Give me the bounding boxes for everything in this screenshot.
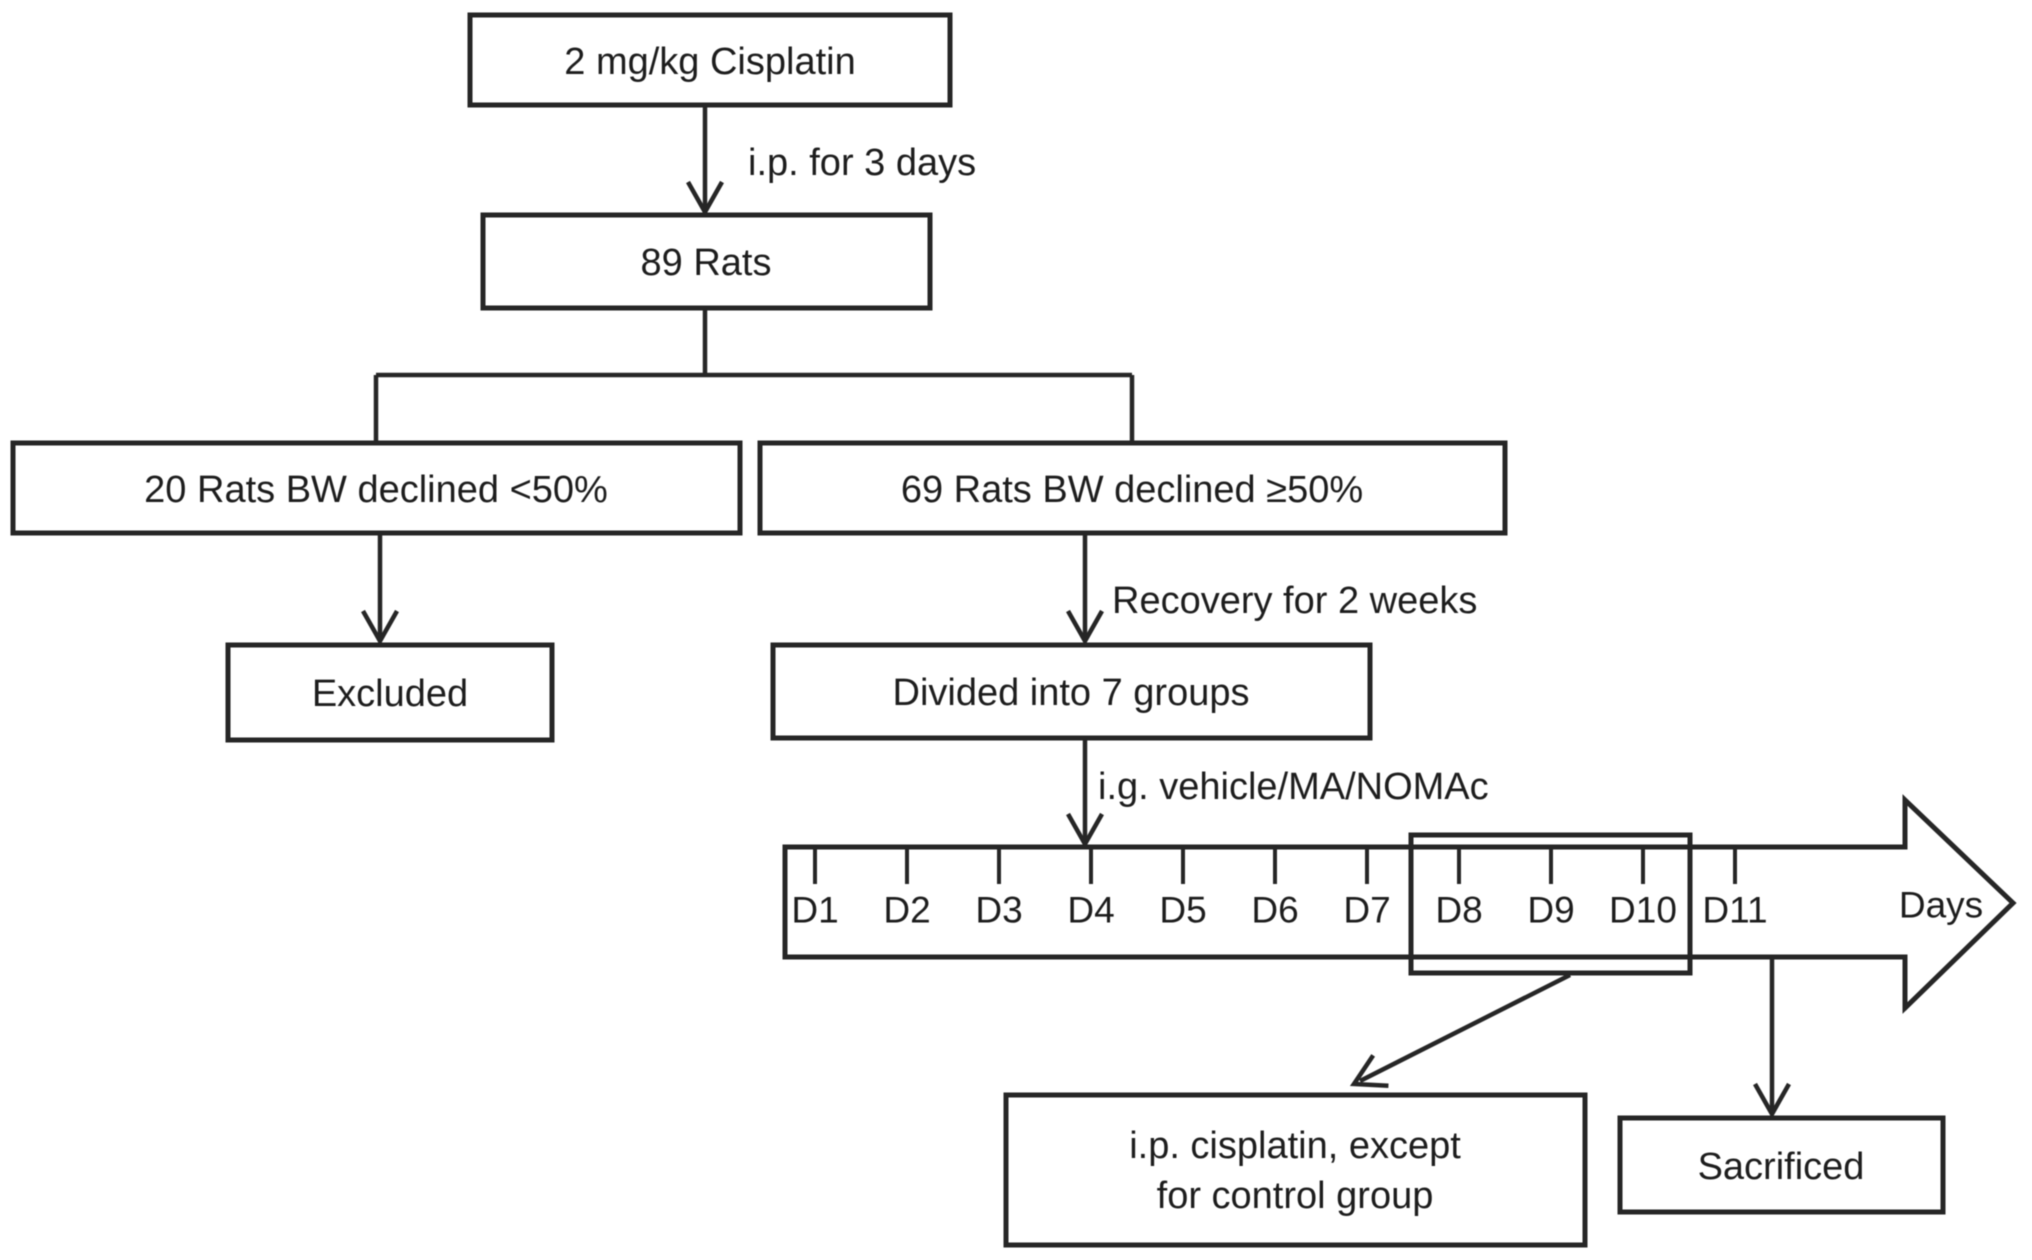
- arrowhead-icon: [1066, 609, 1104, 646]
- highlight-d8-d10-rect: [1408, 832, 1693, 976]
- rats-total-box: [480, 212, 933, 311]
- day-tick-label: D10: [1609, 890, 1677, 931]
- sacrificed-box: [1617, 1115, 1946, 1215]
- arrowhead-icon: [1753, 1082, 1791, 1119]
- cisplatin-dose-label: 2 mg/kg Cisplatin: [564, 41, 855, 83]
- day-tick-label: D4: [1067, 890, 1114, 931]
- rats-total-label: 89 Rats: [641, 242, 772, 284]
- ip-cisplatin-label-line2: for control group: [1157, 1175, 1434, 1217]
- arrowhead-icon: [1066, 812, 1104, 849]
- recovery-label: Recovery for 2 weeks: [1112, 580, 1477, 622]
- bw-declined-less-box: [10, 440, 743, 536]
- bw-declined-less-label: 20 Rats BW declined <50%: [144, 469, 608, 511]
- day-tick-label: D3: [975, 890, 1022, 931]
- ip-cisplatin-label-line1: i.p. cisplatin, except: [1129, 1125, 1461, 1167]
- days-axis-label: Days: [1899, 885, 1983, 926]
- divided-groups-box: [770, 642, 1373, 741]
- timeline-ticks: [813, 849, 1737, 884]
- injection-schedule-label: i.p. for 3 days: [748, 142, 976, 184]
- day-tick-label: D2: [883, 890, 930, 931]
- ip-cisplatin-box: [1003, 1092, 1588, 1248]
- bw-declined-more-box: [757, 440, 1508, 536]
- gavage-label: i.g. vehicle/MA/NOMAc: [1098, 766, 1489, 808]
- divided-groups-label: Divided into 7 groups: [893, 672, 1250, 714]
- cisplatin-dose-box: [467, 12, 953, 108]
- sacrificed-label: Sacrificed: [1698, 1146, 1865, 1188]
- day-tick-label: D6: [1251, 890, 1298, 931]
- day-tick-label: D9: [1527, 890, 1574, 931]
- excluded-box: [225, 642, 555, 743]
- day-tick-label: D7: [1343, 890, 1390, 931]
- day-tick-label: D11: [1702, 890, 1767, 931]
- arrow-highlight-to-ip-box: [1358, 972, 1572, 1084]
- day-tick-label: D5: [1159, 890, 1206, 931]
- day-tick-label: D8: [1435, 890, 1482, 931]
- branch-connector: [373, 308, 1135, 443]
- arrowhead-icon: [686, 180, 724, 217]
- timeline-arrow-shape: [782, 794, 2017, 1014]
- bw-declined-more-label: 69 Rats BW declined ≥50%: [901, 469, 1363, 511]
- excluded-label: Excluded: [312, 673, 468, 715]
- arrowhead-icon: [361, 609, 399, 646]
- arrowhead-icon: [1349, 1054, 1389, 1088]
- day-tick-label: D1: [791, 890, 838, 931]
